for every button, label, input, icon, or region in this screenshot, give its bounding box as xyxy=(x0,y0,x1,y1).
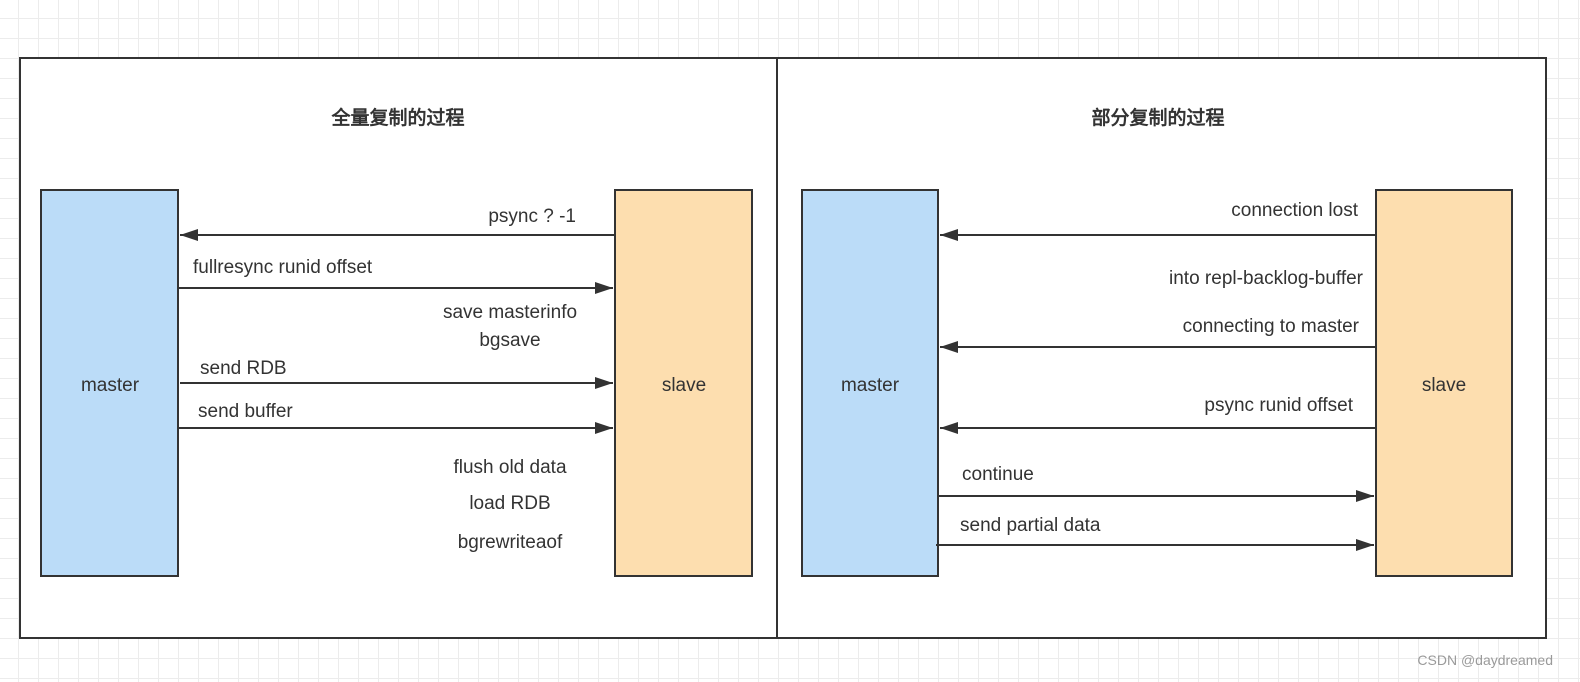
note-into-backlog: into repl-backlog-buffer xyxy=(1169,268,1364,289)
partial-sync-master-box xyxy=(801,189,939,577)
full-sync-title: 全量复制的过程 xyxy=(330,106,464,129)
note-flush-old-data: flush old data xyxy=(453,457,566,478)
note-bgsave: bgsave xyxy=(479,330,540,351)
partial-sync-slave-label: slave xyxy=(1422,375,1466,396)
full-sync-slave-label: slave xyxy=(662,375,706,396)
label-continue: continue xyxy=(962,464,1034,485)
full-sync-slave-box xyxy=(614,189,753,577)
label-psync-runid: psync runid offset xyxy=(1204,395,1353,416)
partial-sync-panel: 部分复制的过程 master slave connection lost int… xyxy=(801,106,1513,577)
label-connection-lost: connection lost xyxy=(1231,200,1358,221)
partial-sync-master-label: master xyxy=(841,375,900,396)
note-save-masterinfo: save masterinfo xyxy=(443,302,577,323)
partial-sync-title: 部分复制的过程 xyxy=(1091,106,1224,129)
partial-sync-slave-box xyxy=(1375,189,1513,577)
label-psync-request: psync ? -1 xyxy=(488,206,576,227)
label-send-buffer: send buffer xyxy=(198,401,293,422)
full-sync-master-label: master xyxy=(81,375,140,396)
full-sync-master-box xyxy=(40,189,179,577)
full-sync-panel: 全量复制的过程 master slave psync ? -1 fullresy… xyxy=(40,106,753,577)
note-bgrewriteaof: bgrewriteaof xyxy=(458,532,563,553)
note-load-rdb: load RDB xyxy=(469,493,550,514)
label-send-partial-data: send partial data xyxy=(960,515,1101,536)
label-connecting-to-master: connecting to master xyxy=(1183,316,1360,337)
watermark: CSDN @daydreamed xyxy=(1417,652,1553,668)
label-fullresync: fullresync runid offset xyxy=(193,257,373,278)
label-send-rdb: send RDB xyxy=(200,358,287,379)
